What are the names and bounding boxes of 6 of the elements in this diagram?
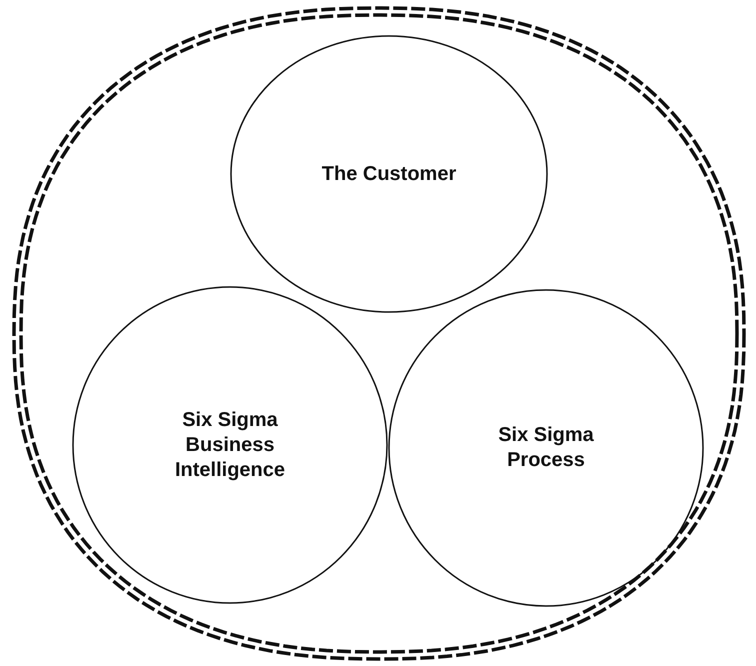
node-label: Six Sigma Business Intelligence: [174, 408, 286, 482]
circle-node: [388, 289, 704, 607]
circle-node: [72, 286, 388, 604]
node-label: Six Sigma Process: [497, 423, 595, 473]
circle-node: [230, 35, 548, 313]
node-label: The Customer: [322, 162, 456, 186]
